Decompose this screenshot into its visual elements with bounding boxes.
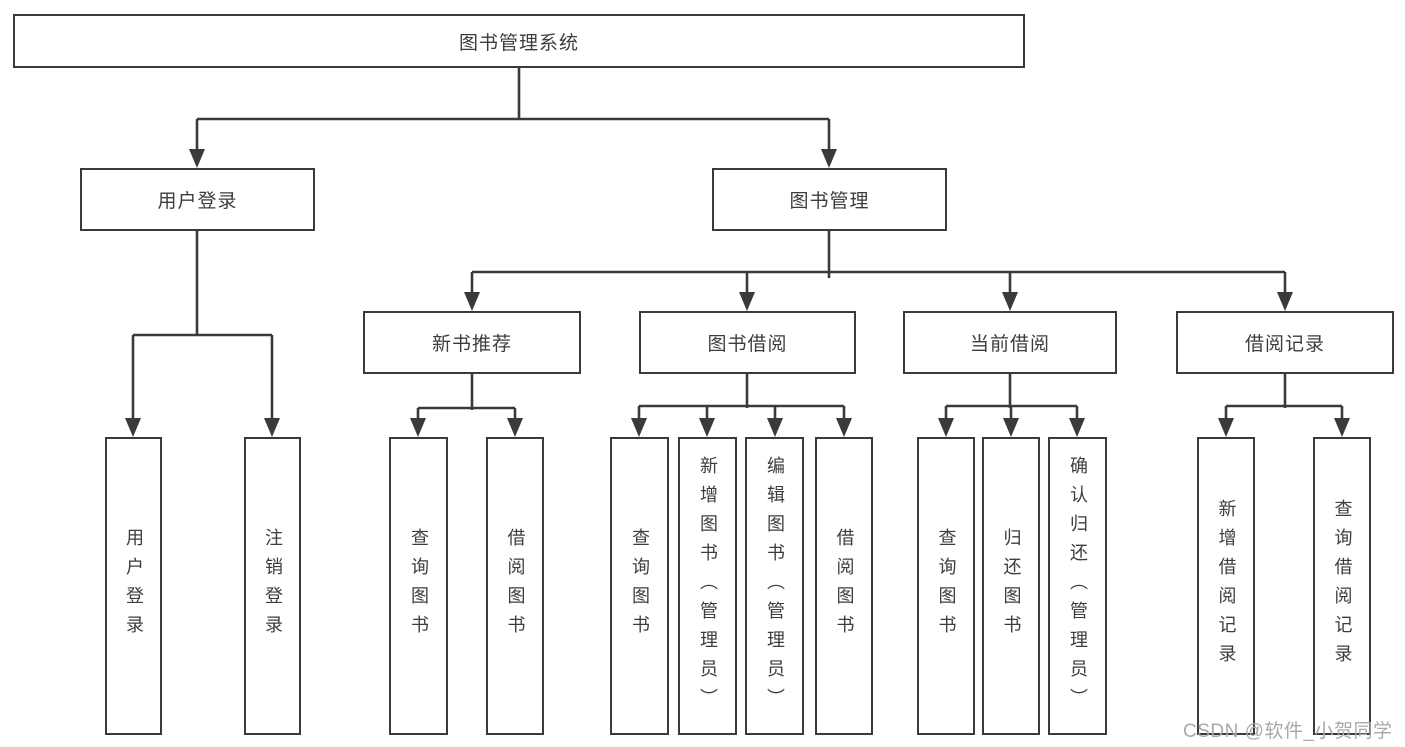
node-new-book-recommend: 新书推荐	[363, 311, 581, 374]
node-user-login-module: 用户登录	[80, 168, 315, 231]
node-library-management-system: 图书管理系统	[13, 14, 1025, 68]
leaf-query-books-current: 查询图书	[917, 437, 975, 735]
leaf-add-books-admin: 新增图书（管理员）	[678, 437, 737, 735]
node-borrowing-records: 借阅记录	[1176, 311, 1394, 374]
leaf-user-login: 用户登录	[105, 437, 162, 735]
leaf-return-books: 归还图书	[982, 437, 1040, 735]
leaf-add-borrow-record: 新增借阅记录	[1197, 437, 1255, 735]
leaf-query-borrow-record: 查询借阅记录	[1313, 437, 1371, 735]
leaf-query-books-recommend: 查询图书	[389, 437, 448, 735]
leaf-borrow-books-borrowing: 借阅图书	[815, 437, 873, 735]
node-book-management-module: 图书管理	[712, 168, 947, 231]
node-current-borrowing: 当前借阅	[903, 311, 1117, 374]
leaf-query-books-borrowing: 查询图书	[610, 437, 669, 735]
leaf-edit-books-admin: 编辑图书（管理员）	[745, 437, 804, 735]
leaf-confirm-return-admin: 确认归还（管理员）	[1048, 437, 1107, 735]
leaf-logout: 注销登录	[244, 437, 301, 735]
watermark-csdn: CSDN @软件_小贺同学	[1183, 721, 1393, 742]
node-book-borrowing: 图书借阅	[639, 311, 856, 374]
leaf-borrow-books-recommend: 借阅图书	[486, 437, 544, 735]
